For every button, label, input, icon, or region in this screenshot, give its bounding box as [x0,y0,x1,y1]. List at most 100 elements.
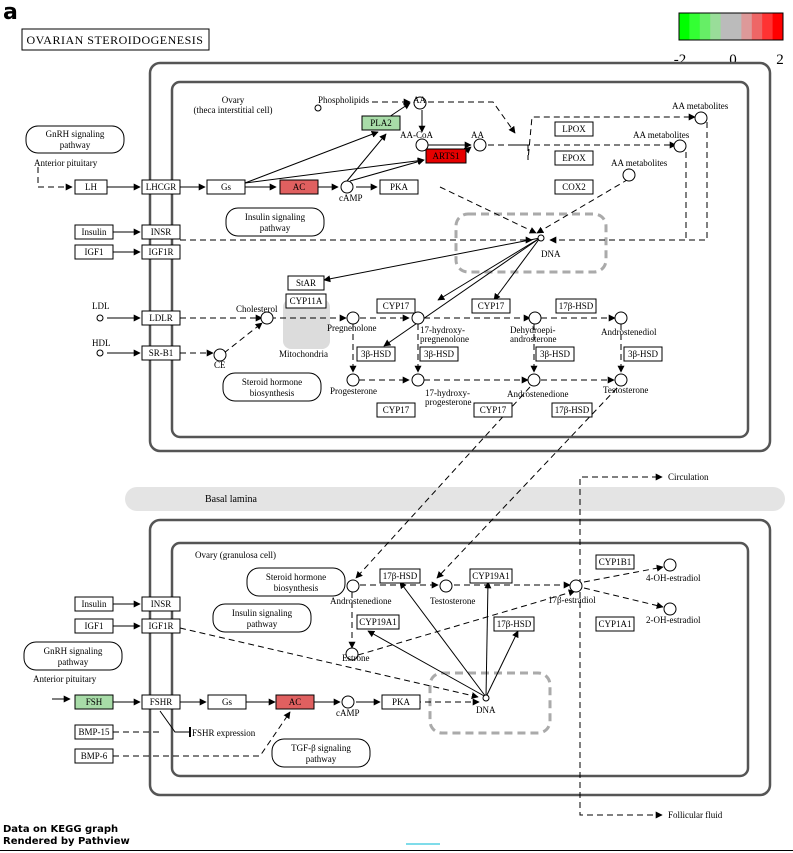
pathway-gnrh-top[interactable] [25,125,125,154]
pathway-tgfb[interactable] [271,738,371,768]
gene-lh[interactable]: LH [74,179,108,195]
progesterone-label: Progesterone [330,386,377,396]
svg-text:IGF1: IGF1 [84,621,103,631]
compound-aa-coa[interactable] [415,138,429,152]
svg-text:Insulin: Insulin [81,599,107,609]
nucleus-top [454,212,608,274]
gene-hsd3-c[interactable]: 3β-HSD [535,346,575,362]
compound-aa-2[interactable] [473,138,487,152]
compound-ce[interactable] [213,348,227,362]
svg-text:Insulin signaling: Insulin signaling [245,212,306,222]
gene-bmp6[interactable]: BMP-6 [74,748,114,764]
compound-hdl[interactable] [96,349,104,357]
hydroxyprog-label-1: 17-hydroxy- [425,388,470,398]
gene-cyp19a1-b[interactable]: CYP19A1 [356,614,400,630]
gene-pla2[interactable]: PLA2 [361,115,401,131]
gene-cyp17-d[interactable]: CYP17 [473,402,513,418]
hydroxypreg-label-2: pregnenolone [420,334,469,344]
compound-hydroxypreg[interactable] [411,311,425,325]
compound-testosterone-bot[interactable] [439,579,453,593]
gene-igf1-top[interactable]: IGF1 [74,244,114,260]
compound-aa-metab-2[interactable] [673,139,687,153]
anterior-pituitary-bot: Anterior pituitary [33,674,97,684]
gene-insr-bot[interactable]: INSR [141,596,181,612]
gene-srb1[interactable]: SR-B1 [141,345,181,361]
gene-cyp19a1-a[interactable]: CYP19A1 [469,568,513,584]
gene-hsd3-b[interactable]: 3β-HSD [419,346,459,362]
compound-hydroxyprog[interactable] [411,373,425,387]
compound-androstenedione-bot[interactable] [346,579,360,593]
compound-dhea[interactable] [528,311,542,325]
compound-aa-1[interactable] [413,96,427,110]
compound-phospholipids[interactable] [314,104,322,112]
gene-insulin-bot[interactable]: Insulin [74,596,114,612]
compound-dna-top[interactable] [537,234,545,242]
gene-cyp1a1[interactable]: CYP1A1 [595,616,635,632]
compound-estrone[interactable] [345,647,359,661]
gene-hsd3-a[interactable]: 3β-HSD [356,346,396,362]
compound-camp-top[interactable] [340,180,354,194]
svg-text:3β-HSD: 3β-HSD [628,349,659,359]
gene-cyp11a[interactable]: CYP11A [285,293,327,309]
gene-ldlr[interactable]: LDLR [141,310,181,326]
svg-text:BMP-15: BMP-15 [78,727,110,737]
compound-androstenediol[interactable] [614,311,628,325]
gene-arts1[interactable]: ARTS1 [425,148,467,164]
gene-hsd17-c[interactable]: 17β-HSD [379,568,421,584]
gene-epox[interactable]: EPOX [554,150,594,166]
svg-text:Steroid hormone: Steroid hormone [266,572,326,582]
pathway-steroid-top[interactable] [222,372,322,402]
legend-cell [720,13,732,40]
compound-pregnenolone[interactable] [346,311,360,325]
gene-pka-bot[interactable]: PKA [381,694,421,710]
gene-hsd17-b[interactable]: 17β-HSD [551,402,593,418]
gene-cox2[interactable]: COX2 [554,179,594,195]
gene-gs-top[interactable]: Gs [206,179,246,195]
gene-igf1-bot[interactable]: IGF1 [74,618,114,634]
gene-fsh[interactable]: FSH [74,694,114,710]
gene-lpox[interactable]: LPOX [554,121,594,137]
svg-text:LDLR: LDLR [149,313,173,323]
pathway-insulin-bot[interactable] [212,603,312,633]
svg-text:GnRH signaling: GnRH signaling [46,129,105,139]
compound-oh2[interactable] [663,602,677,616]
gene-bmp15[interactable]: BMP-15 [74,724,114,740]
svg-text:TGF-β signaling: TGF-β signaling [291,743,351,753]
gene-igf1r-top[interactable]: IGF1R [141,244,181,260]
compound-ldl[interactable] [96,314,104,322]
aa-metab-label-3: AA metabolites [611,158,668,168]
compound-aa-metab-1[interactable] [694,111,708,125]
compound-aa-metab-3[interactable] [622,168,636,182]
pathway-insulin-top[interactable] [225,207,325,237]
aa-label-2: AA [471,130,484,140]
svg-text:IGF1R: IGF1R [148,247,173,257]
pathway-steroid-bot[interactable] [246,567,346,597]
gene-cyp17-a[interactable]: CYP17 [376,298,416,314]
gene-cyp17-b[interactable]: CYP17 [471,298,511,314]
gene-star[interactable]: StAR [287,275,325,291]
gene-igf1r-bot[interactable]: IGF1R [141,618,181,634]
gene-gs-bot[interactable]: Gs [207,694,247,710]
gene-hsd17-d[interactable]: 17β-HSD [493,616,535,632]
gene-cyp17-c[interactable]: CYP17 [376,402,416,418]
compound-estradiol[interactable] [569,579,583,593]
gene-insr-top[interactable]: INSR [141,224,181,240]
gene-lhcgr[interactable]: LHCGR [141,179,181,195]
gene-ac-top[interactable]: AC [279,179,319,195]
gene-cyp1b1[interactable]: CYP1B1 [595,554,635,570]
compound-progesterone[interactable] [346,373,360,387]
gene-insulin-top[interactable]: Insulin [74,224,114,240]
compound-cholesterol[interactable] [260,311,274,325]
gene-ac-bot[interactable]: AC [275,694,315,710]
gene-fshr[interactable]: FSHR [141,694,181,710]
compound-androstenedione-top[interactable] [527,373,541,387]
pathway-gnrh-bot[interactable] [23,641,123,671]
compound-oh4[interactable] [663,558,677,572]
compound-dna-bot[interactable] [482,694,490,702]
legend-cell [762,13,774,40]
gene-hsd17-a[interactable]: 17β-HSD [555,298,597,314]
gene-hsd3-d[interactable]: 3β-HSD [623,346,663,362]
compound-testosterone-top[interactable] [614,373,628,387]
compound-camp-bot[interactable] [341,695,355,709]
gene-pka-top[interactable]: PKA [379,179,419,195]
